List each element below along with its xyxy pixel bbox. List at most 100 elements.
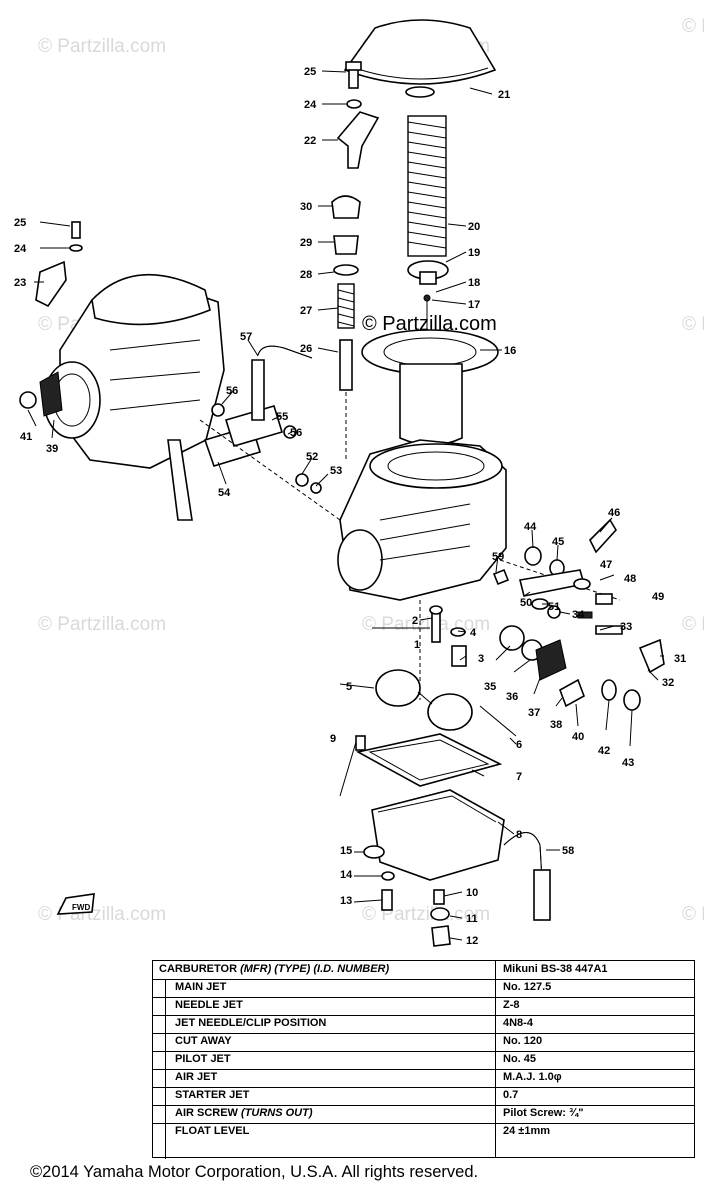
forward-arrow-icon: FWD [56, 893, 95, 915]
starter-plunger-group [331, 195, 361, 460]
callout-31: 31 [674, 653, 686, 665]
spec-value: 24 ±1mm [503, 1125, 551, 1137]
spec-label: PILOT JET [175, 1053, 231, 1065]
spec-row-air-jet: AIR JET M.A.J. 1.0φ [153, 1069, 694, 1088]
callout-28: 28 [300, 269, 312, 281]
spec-label: CUT AWAY [175, 1035, 232, 1047]
needle-assembly [407, 260, 449, 380]
callout-27: 27 [300, 305, 312, 317]
callout-2: 2 [412, 615, 418, 627]
linkage-parts [492, 518, 665, 674]
spec-row-needle-jet: NEEDLE JET Z-8 [153, 997, 694, 1016]
callout-54: 54 [218, 487, 231, 499]
spec-value: Z-8 [503, 999, 520, 1011]
column-divider [495, 961, 496, 1157]
spec-value: 4N8-4 [503, 1017, 533, 1029]
callout-25: 25 [304, 66, 316, 78]
callout-49: 49 [652, 591, 664, 603]
callout-56b: 56 [290, 427, 302, 439]
callout-30: 30 [300, 201, 312, 213]
spec-label: JET NEEDLE/CLIP POSITION [175, 1017, 327, 1029]
callout-4: 4 [470, 627, 477, 639]
callout-56: 56 [226, 385, 238, 397]
callout-labels: 25 24 22 21 30 29 28 27 26 20 19 18 17 1… [14, 66, 686, 947]
callout-20: 20 [468, 221, 480, 233]
left-carburetor [19, 221, 225, 521]
callout-34: 34 [572, 609, 585, 621]
callout-33: 33 [620, 621, 632, 633]
callout-45: 45 [552, 536, 564, 548]
callout-7: 7 [516, 771, 522, 783]
callout-24: 24 [304, 99, 317, 111]
spec-header-value: Mikuni BS-38 447A1 [503, 963, 608, 975]
spec-label: STARTER JET [175, 1089, 250, 1101]
callout-41: 41 [20, 431, 32, 443]
spec-row-starter-jet: STARTER JET 0.7 [153, 1087, 694, 1106]
drain-parts [363, 845, 451, 947]
callout-12: 12 [466, 935, 478, 947]
watermark: © Partzilla.com [682, 16, 704, 37]
watermark: © Partzilla.com [682, 904, 704, 925]
callout-3: 3 [478, 653, 484, 665]
spec-row-float-level: FLOAT LEVEL 24 ±1mm [153, 1123, 694, 1141]
spec-row-jet-needle: JET NEEDLE/CLIP POSITION 4N8-4 [153, 1015, 694, 1034]
hoses-left [203, 345, 322, 494]
callout-25b: 25 [14, 217, 26, 229]
callout-51: 51 [548, 601, 560, 613]
callout-36: 36 [506, 691, 518, 703]
callout-21: 21 [498, 89, 510, 101]
callout-50: 50 [520, 597, 532, 609]
callout-16: 16 [504, 345, 516, 357]
callout-22: 22 [304, 135, 316, 147]
callout-59: 59 [492, 551, 504, 563]
spec-value: M.A.J. 1.0φ [503, 1071, 562, 1083]
callout-1: 1 [414, 639, 420, 651]
callout-44: 44 [524, 521, 537, 533]
callout-58: 58 [562, 845, 574, 857]
watermark: © Partzilla.com [682, 314, 704, 335]
callout-14: 14 [340, 869, 353, 881]
callout-39: 39 [46, 443, 58, 455]
spec-label: NEEDLE JET [175, 999, 243, 1011]
callout-26: 26 [300, 343, 312, 355]
top-cover [343, 19, 497, 98]
spec-label: FLOAT LEVEL [175, 1125, 250, 1137]
spec-value: No. 127.5 [503, 981, 552, 993]
spec-value: No. 120 [503, 1035, 543, 1047]
spec-value: Pilot Screw: ¾" [503, 1107, 584, 1119]
watermark: © Partzilla.com [38, 614, 166, 635]
spec-label: AIR JET [175, 1071, 218, 1083]
callout-15: 15 [340, 845, 352, 857]
callout-17: 17 [468, 299, 480, 311]
callout-43: 43 [622, 757, 634, 769]
callout-37: 37 [528, 707, 540, 719]
watermark-center: © Partzilla.com [362, 313, 497, 335]
leader-lines [27, 70, 664, 941]
callout-55: 55 [276, 411, 288, 423]
spec-label: AIR SCREW (TURNS OUT) [175, 1107, 313, 1119]
carburetor-spec-table: CARBURETOR (MFR) (TYPE) (I.D. NUMBER) Mi… [152, 960, 695, 1159]
spec-value: No. 45 [503, 1053, 537, 1065]
callout-29: 29 [300, 237, 312, 249]
callout-24b: 24 [14, 243, 27, 255]
spec-row-air-screw: AIR SCREW (TURNS OUT) Pilot Screw: ¾" [153, 1105, 694, 1124]
callout-40: 40 [572, 731, 584, 743]
callout-11: 11 [466, 913, 478, 925]
watermark: © Partzilla.com [682, 614, 704, 635]
callout-10: 10 [466, 887, 478, 899]
callout-46: 46 [608, 507, 620, 519]
callout-57: 57 [240, 331, 252, 343]
watermark: © Partzilla.com [362, 904, 490, 925]
svg-text:FWD: FWD [72, 903, 90, 912]
spec-header-row: CARBURETOR (MFR) (TYPE) (I.D. NUMBER) Mi… [153, 961, 694, 980]
callout-8: 8 [516, 829, 522, 841]
callout-6: 6 [516, 739, 522, 751]
spec-header-label: CARBURETOR (MFR) (TYPE) (I.D. NUMBER) [159, 963, 390, 975]
callout-23b: 23 [14, 277, 26, 289]
main-carburetor-body [199, 419, 621, 700]
callout-38: 38 [550, 719, 562, 731]
callout-52: 52 [306, 451, 318, 463]
callout-48: 48 [624, 573, 636, 585]
carburetor-exploded-diagram: © Partzilla.com © Partzilla.com © Partzi… [14, 16, 704, 947]
spec-value: 0.7 [503, 1089, 519, 1101]
